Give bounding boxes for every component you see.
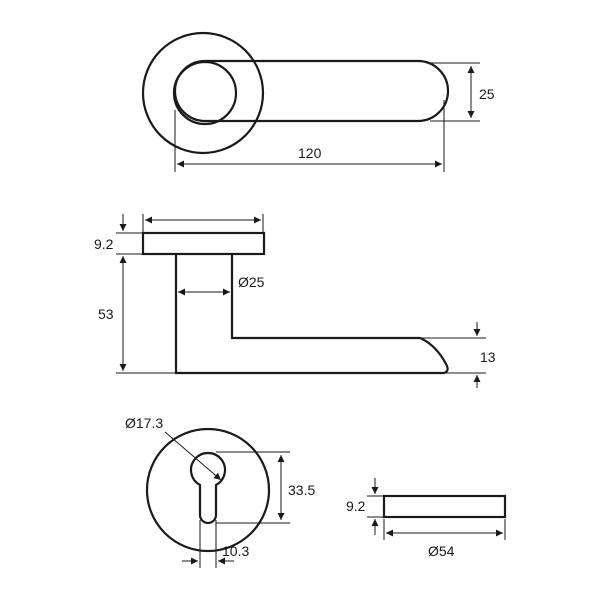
dim-spindle-diameter: Ø25 — [238, 274, 265, 290]
side-view: 9.2 53 Ø25 13 — [94, 214, 496, 388]
dim-keyhole-diameter: Ø17.3 — [125, 415, 163, 431]
lever-top-outline — [173, 59, 450, 123]
lever-side-outline — [174, 254, 449, 375]
rose-outer — [141, 31, 265, 155]
rose-side — [141, 231, 266, 256]
keyhole-outline — [189, 451, 227, 525]
escutcheon-front-view: Ø17.3 33.5 10.3 — [125, 415, 315, 568]
dim-keyhole-slot-width: 10.3 — [222, 543, 249, 559]
dim-lever-end-thickness: 13 — [480, 349, 496, 365]
escutcheon-side-view: 9.2 Ø54 — [346, 478, 507, 559]
dim-keyhole-height: 33.5 — [288, 482, 315, 498]
escutcheon-outline — [145, 427, 271, 553]
dim-escutcheon-diameter: Ø54 — [428, 543, 455, 559]
dim-lever-width: 25 — [479, 86, 495, 102]
dim-escutcheon-thickness: 9.2 — [346, 498, 366, 514]
dim-line-keyhole-diameter — [164, 431, 222, 481]
dim-rose-thickness: 9.2 — [94, 236, 114, 252]
dim-lever-length: 120 — [298, 145, 322, 161]
dim-spindle-height: 53 — [98, 306, 114, 322]
escutcheon-side — [382, 494, 507, 519]
top-view: 25 120 — [141, 31, 495, 172]
